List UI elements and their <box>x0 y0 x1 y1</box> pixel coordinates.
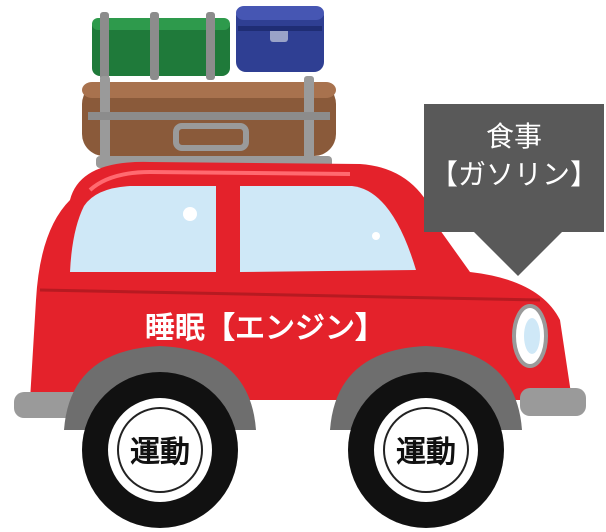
rear-wheel <box>82 372 238 528</box>
front-wheel-label: 運動 <box>396 435 456 470</box>
arrow-label-line1: 食事 <box>486 120 542 153</box>
engine-label: 睡眠【エンジン】 <box>145 311 385 346</box>
rear-wheel-label: 運動 <box>130 435 190 470</box>
front-wheel <box>348 372 504 528</box>
fuel-arrow <box>424 104 604 276</box>
arrow-label-line2: 【ガソリン】 <box>430 158 598 191</box>
brown-suitcase-icon <box>82 76 336 162</box>
blue-case-icon <box>236 6 324 72</box>
green-bag-icon <box>92 12 230 80</box>
